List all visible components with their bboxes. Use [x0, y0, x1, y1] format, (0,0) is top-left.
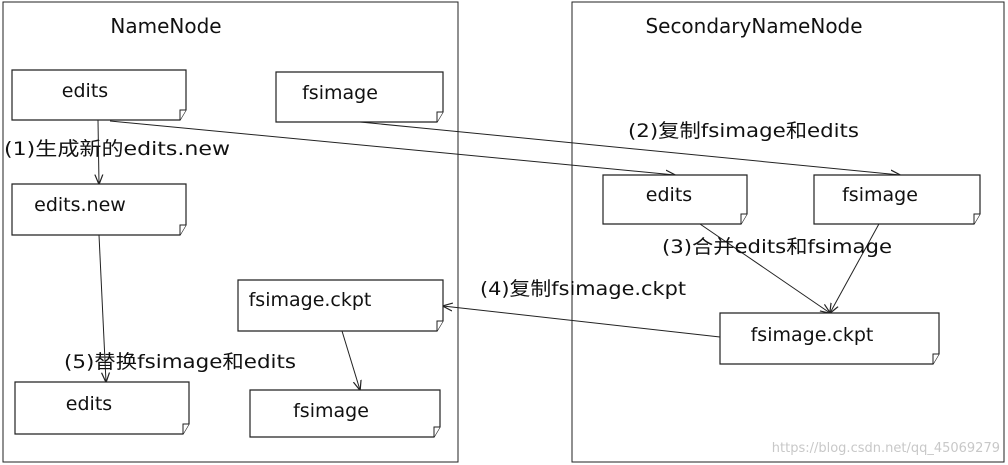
- secondary-namenode-title: SecondaryNameNode: [645, 14, 862, 38]
- file-label: edits.new: [34, 194, 126, 216]
- file-snn-fsimage-ckpt: fsimage.ckpt: [719, 312, 940, 365]
- file-nn-fsimage-ckpt: fsimage.ckpt: [237, 279, 444, 332]
- file-nn-edits-final: edits: [14, 381, 190, 435]
- step-1-label: (1)生成新的edits.new: [4, 138, 230, 160]
- file-snn-fsimage: fsimage: [813, 174, 981, 225]
- arrow-edits-new-to-final-edits: [98, 234, 106, 382]
- file-label: edits: [62, 80, 108, 102]
- file-nn-fsimage: fsimage: [275, 71, 444, 123]
- arrow-edits-to-edits-new: [98, 119, 99, 184]
- file-snn-edits: edits: [602, 174, 748, 225]
- file-label: fsimage.ckpt: [751, 324, 874, 346]
- step-4-label: (4)复制fsimage.ckpt: [480, 278, 686, 300]
- watermark: https://blog.csdn.net/qq_45069279: [772, 441, 1000, 456]
- arrows: [98, 119, 900, 390]
- file-label: fsimage.ckpt: [249, 289, 372, 311]
- file-label: fsimage: [302, 82, 378, 104]
- secondary-namenode-panel: SecondaryNameNode: [571, 1, 1005, 463]
- step-2-label: (2)复制fsimage和edits: [628, 120, 859, 142]
- arrow-edits-to-snn-edits: [109, 120, 675, 175]
- namenode-title: NameNode: [110, 14, 221, 38]
- file-label: edits: [646, 184, 692, 206]
- file-nn-edits: edits: [11, 69, 187, 121]
- arrow-snn-edits-to-ckpt: [699, 223, 830, 313]
- step-5-label: (5)替换fsimage和edits: [64, 351, 296, 373]
- arrow-nn-ckpt-to-final-fsimage: [341, 330, 360, 390]
- arrow-ckpt-to-nn-ckpt: [443, 306, 721, 338]
- file-label: edits: [66, 393, 112, 415]
- file-label: fsimage: [842, 184, 918, 206]
- step-3-label: (3)合并edits和fsimage: [662, 236, 892, 258]
- file-label: fsimage: [293, 400, 369, 422]
- arrow-snn-fsimage-to-ckpt: [830, 221, 881, 313]
- arrow-fsimage-to-snn-fsimage: [359, 121, 900, 175]
- file-nn-edits-new: edits.new: [11, 183, 187, 236]
- file-nn-fsimage-final: fsimage: [249, 389, 441, 438]
